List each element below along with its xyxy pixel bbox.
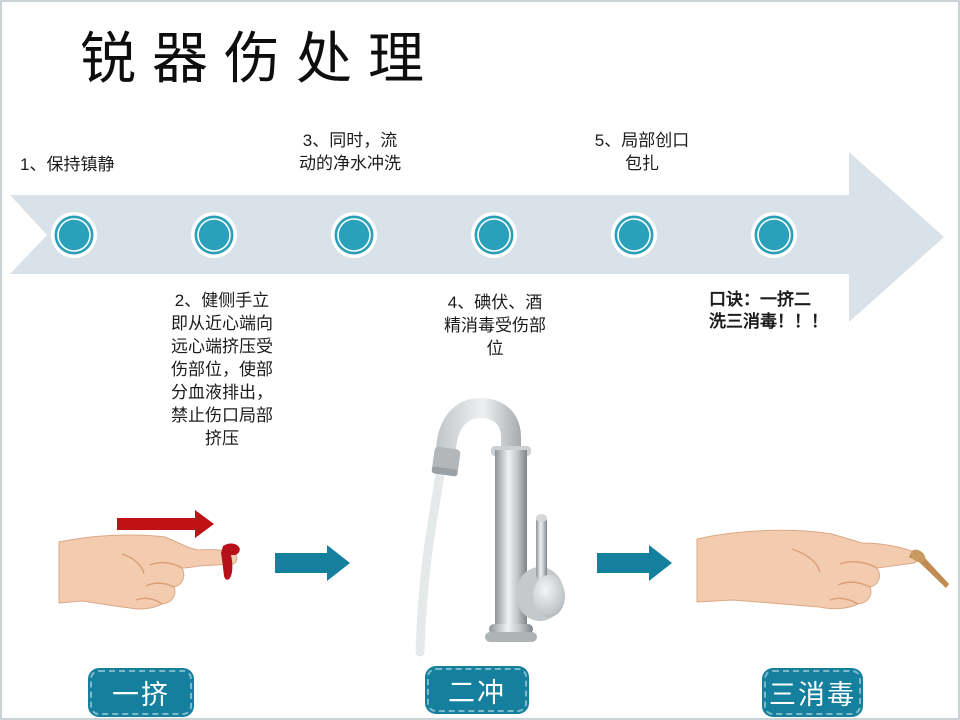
flow-arrow-right-icon [597, 545, 672, 581]
timeline-node-icon [751, 212, 797, 258]
slide-title: 锐器伤处理 [80, 29, 440, 91]
step-2-label: 2、健侧手立 即从近心端向 远心端挤压受 伤部位，使部 分血液排出， 禁止伤口局… [171, 291, 273, 448]
timeline-node-icon [191, 212, 237, 258]
swab-hand-image [696, 529, 949, 610]
step-4-label: 4、碘伏、酒 精消毒受伤部 位 [444, 293, 546, 358]
step-3-label: 3、同时，流 动的净水冲洗 [299, 131, 401, 173]
timeline-node-icon [611, 212, 657, 258]
caption-rinse-chip: 二冲 [427, 668, 527, 712]
timeline-nodes [51, 212, 797, 258]
squeeze-direction-arrow-icon [117, 510, 214, 538]
faucet-image [415, 398, 565, 657]
caption-disinfect-label: 三消毒 [769, 680, 856, 710]
timeline-node-icon [331, 212, 377, 258]
motto-label: 口诀：一挤二 洗三消毒！！！ [709, 290, 828, 331]
flow-arrow-right-icon [275, 545, 350, 581]
cotton-swab-tip-icon [910, 549, 926, 563]
step-5-label: 5、局部创口 包扎 [594, 131, 690, 173]
timeline-node-icon [51, 212, 97, 258]
step-1-label: 1、保持镇静 [20, 155, 115, 174]
caption-squeeze-label: 一挤 [112, 680, 170, 710]
squeeze-hand-image [58, 510, 240, 610]
blood-drop-icon [221, 543, 240, 580]
water-stream-icon [415, 469, 445, 657]
caption-disinfect-chip: 三消毒 [764, 670, 861, 715]
caption-squeeze-chip: 一挤 [90, 670, 192, 715]
timeline-node-icon [471, 212, 517, 258]
caption-rinse-label: 二冲 [448, 677, 506, 708]
